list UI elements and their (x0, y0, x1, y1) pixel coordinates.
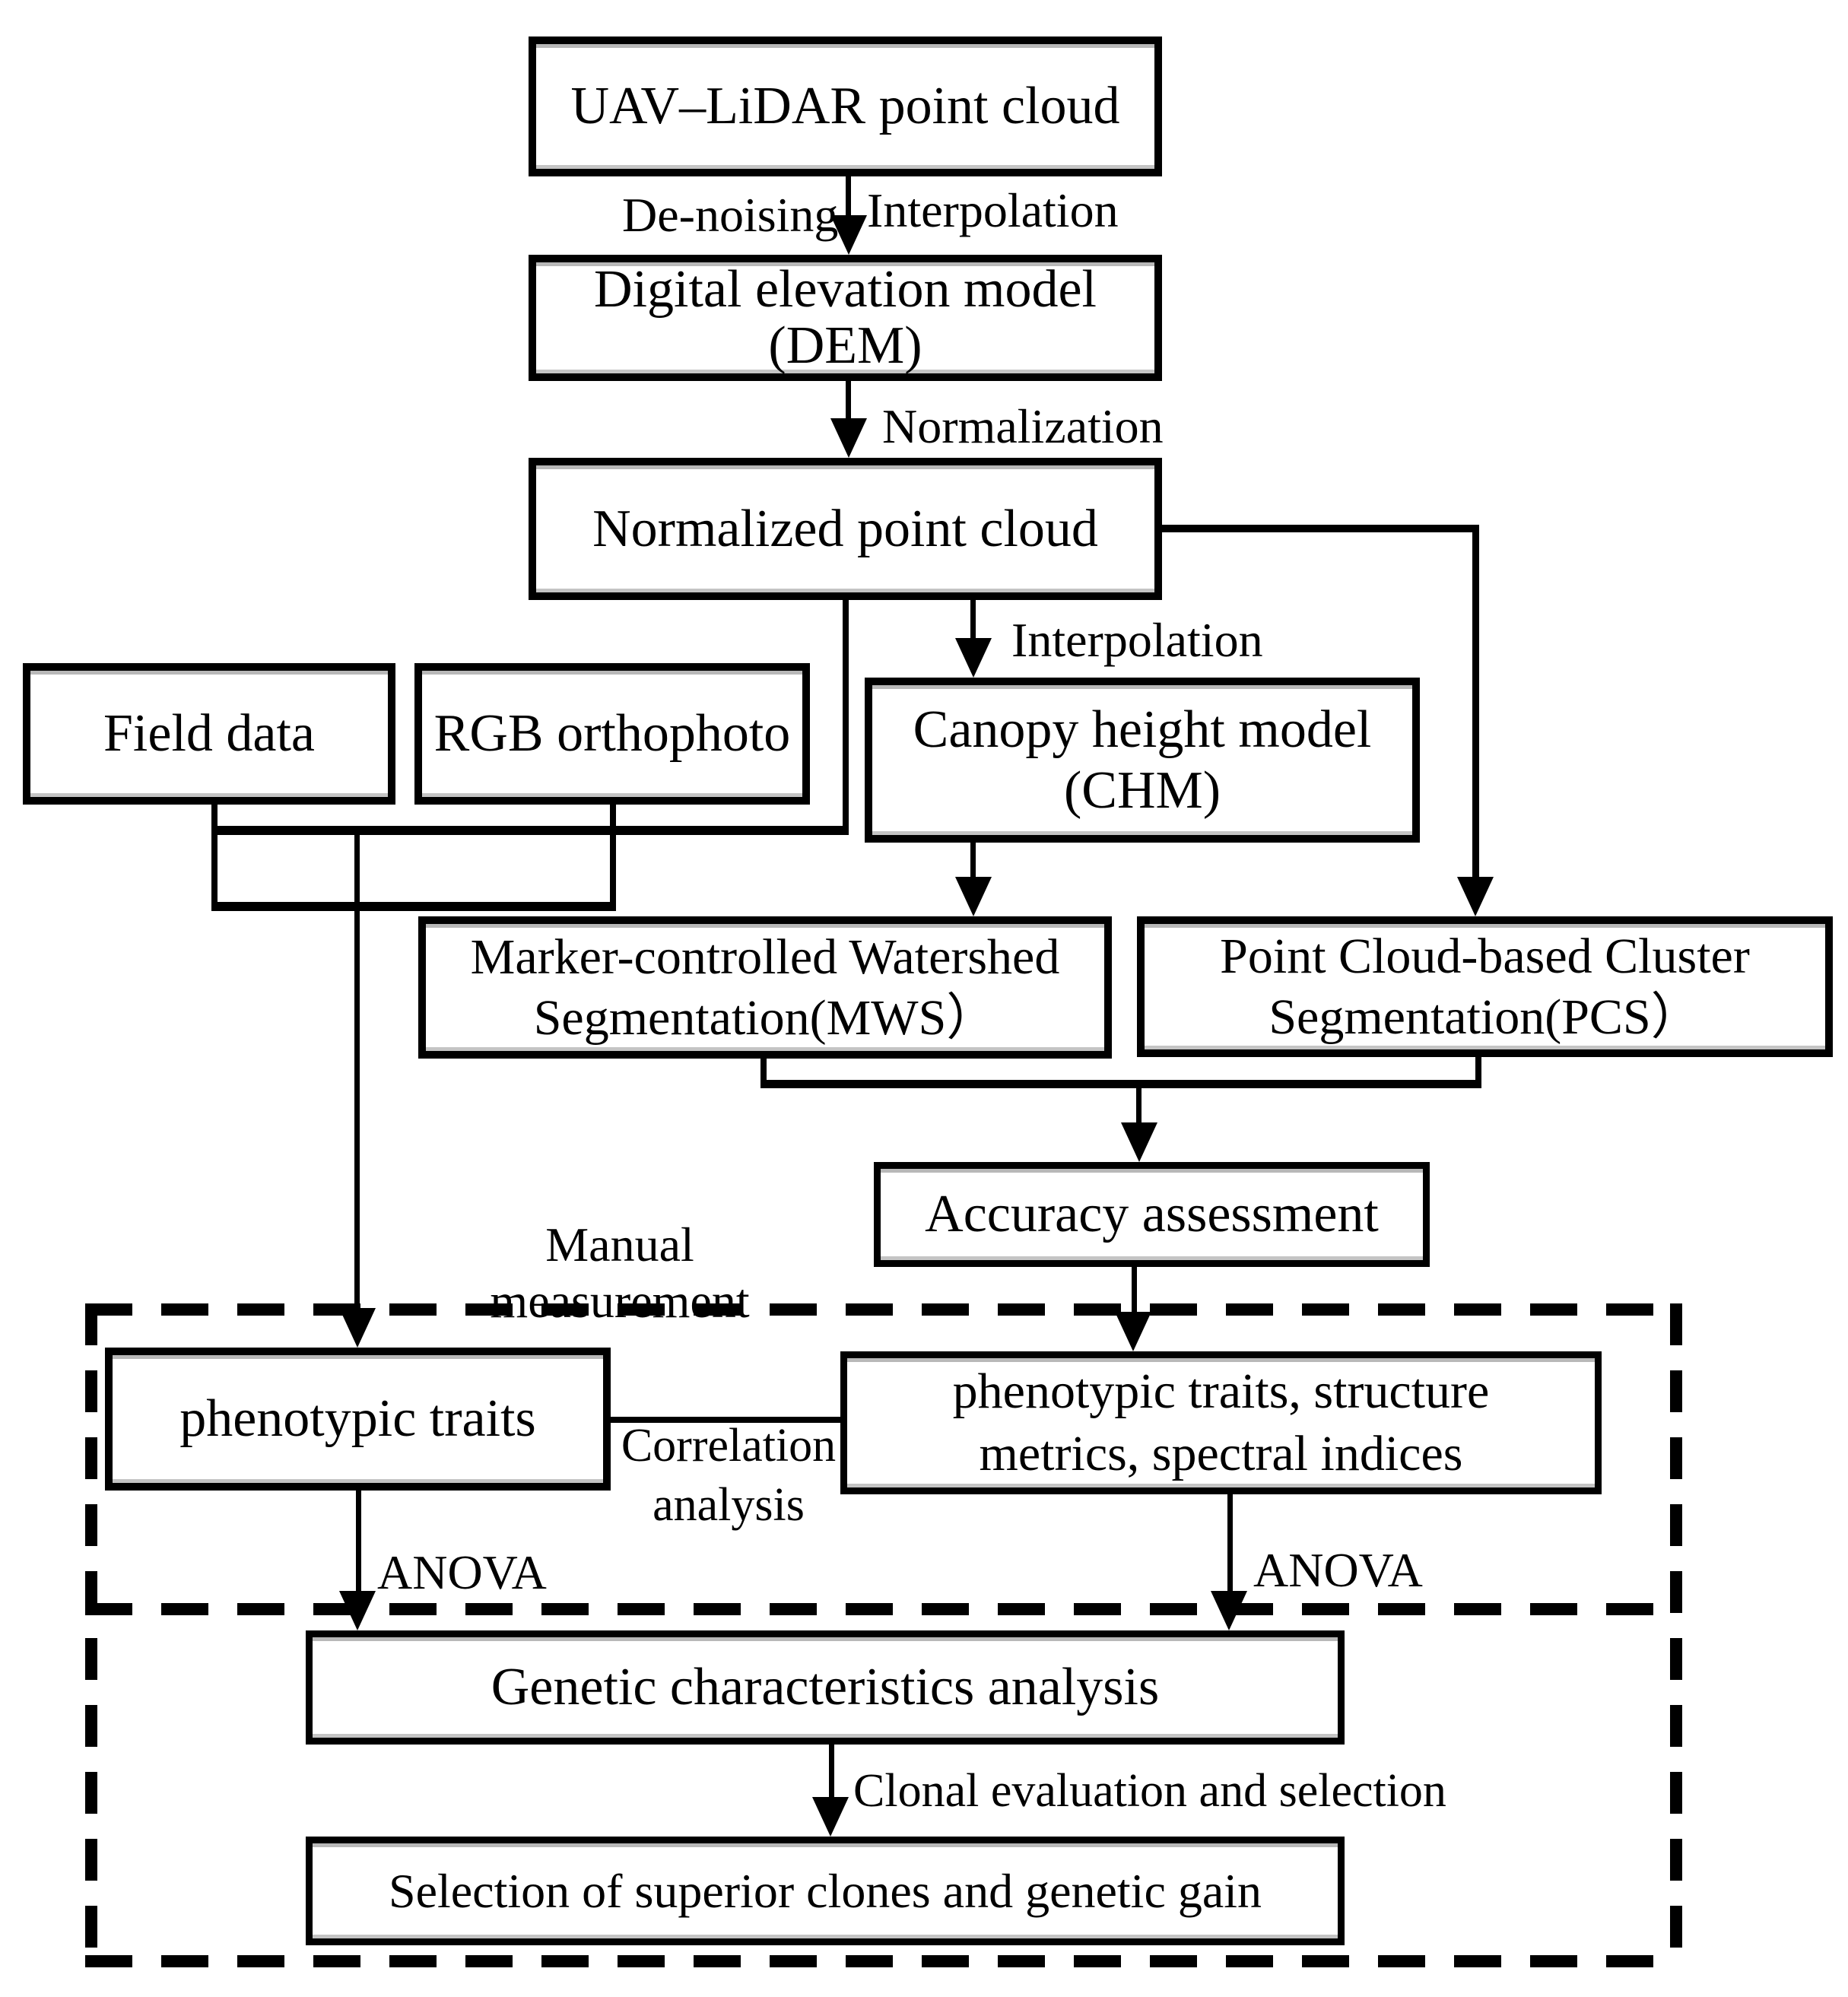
node-label: RGB orthophoto (433, 704, 791, 763)
connector-norm-pcs-vertical (1472, 525, 1479, 880)
node-label: Field data (103, 704, 315, 763)
connector-manual-measurement (354, 826, 360, 1314)
edge-label-interpolation-dem: Interpolation (867, 183, 1119, 237)
node-label: Selection of superior clones and genetic… (388, 1863, 1262, 1918)
edge-label-manual-measurement: Manual measurement (490, 1217, 749, 1329)
arrowhead-chm-mws (955, 877, 992, 916)
edge-label-clonal-evaluation: Clonal evaluation and selection (853, 1765, 1446, 1817)
arrowhead-manual-pheno (339, 1308, 376, 1348)
arrowhead-metrics-genetic (1211, 1591, 1247, 1630)
edge-label-normalization: Normalization (882, 399, 1164, 453)
node-label: phenotypic traits, structure (952, 1364, 1490, 1419)
arrowhead-dem-norm (830, 418, 867, 458)
connector-bus-lower (211, 902, 616, 911)
dashed-boundary-left (85, 1303, 97, 1967)
edge-label-line: Manual (545, 1218, 694, 1272)
connector-bus-segmentation (760, 1080, 1481, 1088)
edge-label-interpolation-chm: Interpolation (1011, 613, 1263, 667)
connector-mws-down (760, 1059, 767, 1086)
connector-norm-right-horizontal (1162, 525, 1479, 532)
node-digital-elevation-model: Digital elevation model (DEM) (529, 255, 1162, 381)
arrowhead-bus-acc (1121, 1122, 1157, 1162)
node-accuracy-assessment: Accuracy assessment (874, 1162, 1430, 1267)
edge-label-line: measurement (490, 1274, 750, 1328)
connector-rgb-down (610, 805, 616, 911)
node-label: UAV–LiDAR point cloud (570, 77, 1120, 135)
arrowhead-norm-pcs (1457, 877, 1494, 916)
connector-norm-bus (843, 600, 849, 833)
node-label: Accuracy assessment (925, 1185, 1379, 1243)
connector-norm-chm (970, 600, 976, 646)
node-label: (DEM) (768, 316, 922, 375)
dashed-boundary-right (1670, 1303, 1682, 1967)
node-rgb-orthophoto: RGB orthophoto (414, 663, 810, 805)
node-label: phenotypic traits (179, 1389, 536, 1448)
node-phenotypic-traits: phenotypic traits (105, 1348, 611, 1491)
connector-pcs-down (1475, 1057, 1481, 1086)
arrowhead-acc-metrics (1115, 1312, 1151, 1351)
connector-acc-metrics (1132, 1267, 1137, 1316)
node-phenotypic-structure-spectral: phenotypic traits, structure metrics, sp… (840, 1351, 1602, 1494)
edge-label-line: analysis (653, 1479, 805, 1531)
node-label: Segmentation(MWS） (533, 989, 997, 1046)
dashed-boundary-top (85, 1303, 1682, 1316)
connector-genetic-select (829, 1745, 834, 1802)
node-genetic-characteristics-analysis: Genetic characteristics analysis (306, 1630, 1345, 1745)
connector-bus-upper (211, 826, 849, 835)
connector-metrics-genetic (1227, 1494, 1233, 1595)
node-label: Point Cloud-based Cluster (1220, 928, 1750, 984)
node-selection-superior-clones: Selection of superior clones and genetic… (306, 1837, 1345, 1945)
node-field-data: Field data (23, 663, 395, 805)
dashed-boundary-divider (85, 1603, 1682, 1615)
edge-label-anova-right: ANOVA (1253, 1543, 1423, 1597)
node-uav-lidar-point-cloud: UAV–LiDAR point cloud (529, 37, 1162, 176)
node-label: Normalized point cloud (592, 499, 1098, 558)
arrowhead-genetic-select (812, 1797, 849, 1837)
connector-pheno-genetic (356, 1491, 361, 1595)
arrowhead-pheno-genetic (339, 1591, 376, 1630)
arrowhead-uav-dem (830, 215, 867, 255)
arrowhead-norm-chm (955, 638, 992, 678)
edge-label-line: Correlation (621, 1420, 837, 1472)
node-canopy-height-model: Canopy height model (CHM) (865, 678, 1420, 843)
node-label: Digital elevation model (594, 260, 1097, 319)
node-point-cloud-based-cluster-segmentation: Point Cloud-based Cluster Segmentation(P… (1137, 916, 1833, 1057)
edge-label-anova-left: ANOVA (377, 1545, 547, 1599)
connector-chm-mws (970, 843, 976, 884)
node-marker-controlled-watershed-segmentation: Marker-controlled Watershed Segmentation… (418, 916, 1112, 1059)
connector-uav-dem (846, 176, 851, 224)
connector-bus-acc (1136, 1086, 1142, 1128)
dashed-boundary-bottom (85, 1955, 1682, 1967)
edge-label-denoising: De-noising (622, 188, 839, 242)
node-label: Genetic characteristics analysis (491, 1658, 1160, 1716)
connector-dem-norm (846, 381, 851, 427)
node-normalized-point-cloud: Normalized point cloud (529, 458, 1162, 600)
node-label: Segmentation(PCS） (1269, 989, 1701, 1045)
edge-label-correlation-analysis: Correlation analysis (621, 1416, 836, 1535)
connector-correlation (611, 1417, 840, 1423)
node-label: Marker-controlled Watershed (470, 929, 1060, 985)
connector-field-down (211, 805, 218, 911)
node-label: (CHM) (1063, 760, 1221, 820)
node-label: metrics, spectral indices (979, 1426, 1463, 1481)
node-label: Canopy height model (913, 700, 1372, 759)
